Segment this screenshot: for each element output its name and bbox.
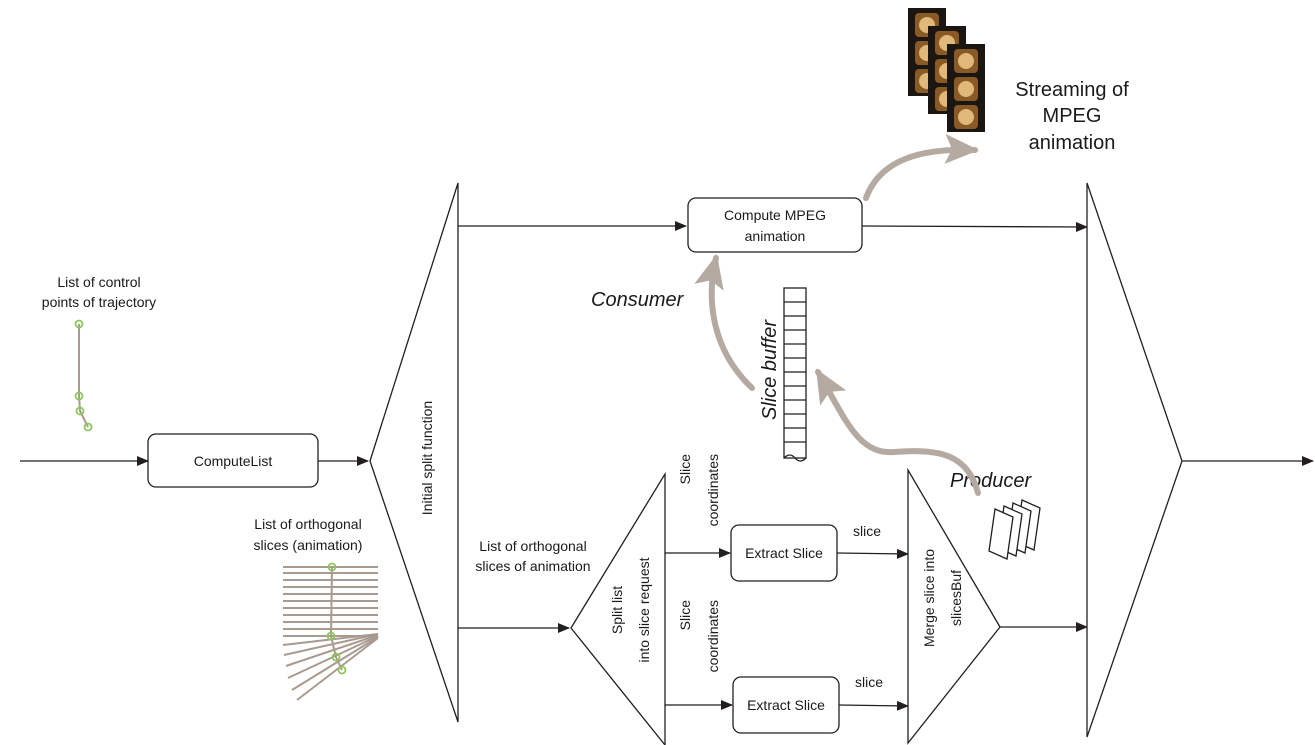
streaming-flow-arrow (863, 133, 979, 201)
compute-mpeg-node: Compute MPEG animation (687, 197, 863, 253)
extract-bottom-to-merge-arrow (838, 700, 909, 711)
slice-bottom-label: slice (855, 674, 883, 690)
compute-mpeg-line1: Compute MPEG (724, 207, 826, 223)
slice-coords-top-line2: coordinates (705, 454, 721, 526)
control-points-line1: List of control (57, 274, 140, 290)
slice-coords-bottom-line2: coordinates (705, 600, 721, 672)
merge-node: Merge slice into slicesBuf (907, 467, 1001, 745)
streaming-line1: Streaming of (1015, 79, 1129, 101)
ortho-animation-line2: slices of animation (475, 558, 590, 574)
split-list-line1: Split list (609, 586, 625, 634)
slice-coords-top-line1: Slice (677, 454, 693, 485)
merge-line1: Merge slice into (921, 549, 937, 647)
control-points-line2: points of trajectory (42, 294, 156, 310)
trajectory-icon (74, 319, 93, 432)
slice-top-label: slice (853, 523, 881, 539)
split-list-line2: into slice request (636, 557, 652, 662)
mpeg-to-join-arrow (861, 221, 1088, 232)
initial-split-label: Initial split function (419, 401, 435, 515)
initial-split-node: Initial split function (369, 182, 459, 723)
extract-top-to-merge-arrow (836, 548, 909, 559)
join-node (1086, 182, 1183, 738)
merge-line2: slicesBuf (948, 570, 964, 626)
extract-bottom-label: Extract Slice (747, 697, 825, 713)
ortho-slices-line1: List of orthogonal (254, 516, 361, 532)
slice-coords-bottom-line1: Slice (677, 600, 693, 631)
consumer-label: Consumer (591, 289, 685, 311)
consumer-flow-arrow (694, 254, 755, 391)
producer-flow-arrow (815, 368, 981, 496)
orthogonal-slices-icon (282, 562, 379, 701)
streaming-line2: MPEG (1043, 105, 1102, 127)
slice-stack-icon (988, 499, 1041, 560)
compute-mpeg-line2: animation (745, 228, 806, 244)
streaming-line3: animation (1029, 132, 1116, 154)
film-strip-icon (908, 8, 985, 132)
extract-slice-bottom-node: Extract Slice (732, 676, 840, 734)
extract-slice-top-node: Extract Slice (730, 524, 838, 582)
ortho-slices-line2: slices (animation) (254, 537, 363, 553)
computelist-node: ComputeList (147, 433, 319, 488)
slice-buffer-label: Slice buffer (759, 319, 781, 420)
slice-buffer-icon (783, 287, 807, 462)
ortho-animation-line1: List of orthogonal (479, 538, 586, 554)
computelist-label: ComputeList (194, 453, 273, 469)
extract-top-label: Extract Slice (745, 545, 823, 561)
producer-label: Producer (950, 470, 1032, 492)
split-list-node: Split list into slice request (570, 471, 666, 745)
